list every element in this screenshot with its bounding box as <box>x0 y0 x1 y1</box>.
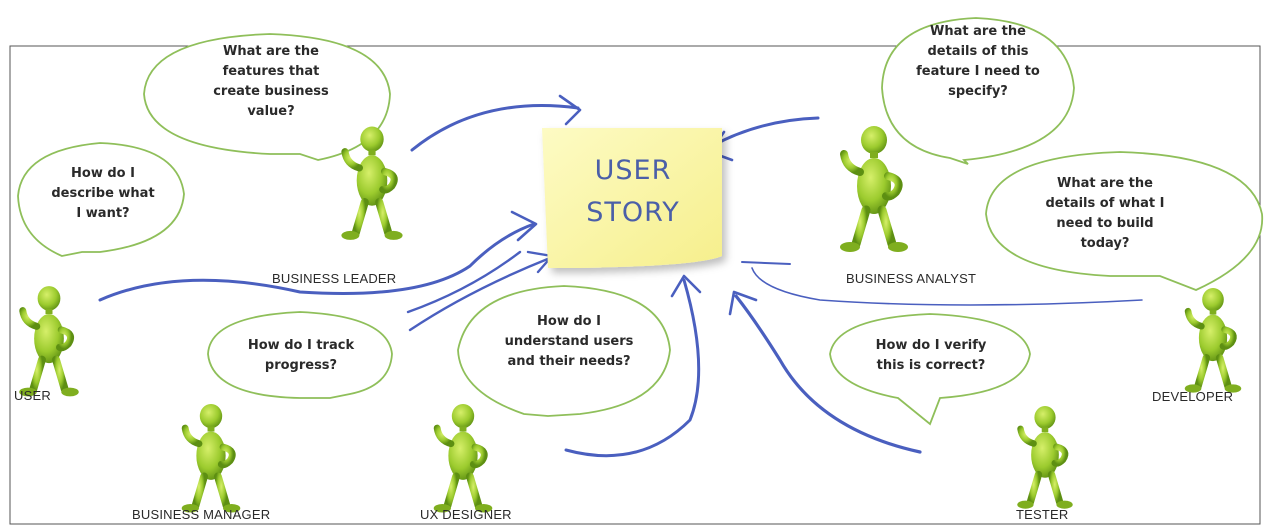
arrow-business-manager-2 <box>406 250 522 314</box>
bubble-user <box>17 142 185 257</box>
role-label-business-analyst: BUSINESS ANALYST <box>846 271 977 286</box>
question-ux-designer: How do I understand users and their need… <box>484 312 654 372</box>
question-line: describe what <box>51 186 155 201</box>
role-label-business-manager: BUSINESS MANAGER <box>132 507 271 522</box>
arrows <box>98 94 1143 458</box>
question-line: today? <box>1080 236 1130 251</box>
question-line: value? <box>247 104 295 119</box>
bubble-business-manager <box>207 311 393 399</box>
question-tester: How do I verify this is correct? <box>846 336 1016 376</box>
question-line: this is correct? <box>876 358 986 373</box>
figure-tester <box>1017 406 1072 509</box>
arrow-developer <box>751 267 1143 306</box>
role-label-ux-designer: UX DESIGNER <box>420 507 512 522</box>
arrow-head-business-leader <box>558 94 582 126</box>
sticky-line-1: USER <box>594 155 672 186</box>
arrow-head-tester <box>728 290 758 316</box>
arrow-business-analyst <box>710 116 820 148</box>
question-line: and their needs? <box>507 354 631 369</box>
figure-business-analyst <box>840 126 908 252</box>
arrow-business-manager <box>408 256 552 332</box>
question-line: I want? <box>76 206 130 221</box>
role-label-developer: DEVELOPER <box>1152 389 1234 404</box>
role-label-business-leader: BUSINESS LEADER <box>272 271 397 286</box>
question-line: How do I <box>537 314 601 329</box>
arrow-head-ux-designer <box>670 274 702 298</box>
question-business-analyst: What are the details of this feature I n… <box>898 22 1058 102</box>
figure-user <box>19 286 79 396</box>
bubble-business-leader <box>143 33 391 161</box>
diagram-frame <box>9 45 1261 525</box>
arrow-user <box>98 222 536 302</box>
bubble-tester <box>829 313 1031 426</box>
question-line: details of this <box>927 44 1029 59</box>
question-line: progress? <box>264 358 338 373</box>
user-story-note <box>542 128 722 268</box>
question-line: How do I <box>71 166 135 181</box>
figure-business-manager <box>182 404 241 513</box>
question-line: What are the <box>930 24 1026 39</box>
question-line: create business <box>213 84 329 99</box>
sticky-line-2: STORY <box>586 197 680 228</box>
question-line: specify? <box>948 84 1008 99</box>
question-business-manager: How do I track progress? <box>216 336 386 376</box>
figure-developer <box>1185 288 1241 393</box>
arrow-tester <box>734 294 922 454</box>
bubble-developer <box>985 151 1264 291</box>
role-label-user: USER <box>14 388 51 403</box>
question-line: feature I need to <box>916 64 1040 79</box>
question-line: details of what I <box>1045 196 1165 211</box>
question-line: How do I track <box>247 338 355 353</box>
arrow-business-leader <box>410 104 580 152</box>
question-user: How do I describe what I want? <box>28 164 178 224</box>
sticky-note-text: USER STORY <box>548 150 718 234</box>
role-label-tester: TESTER <box>1016 507 1069 522</box>
bubble-ux-designer <box>457 285 671 417</box>
question-business-leader: What are the features that create busine… <box>186 42 356 122</box>
question-line: What are the <box>223 44 319 59</box>
arrow-head-developer <box>741 261 791 265</box>
question-line: What are the <box>1057 176 1153 191</box>
speech-bubbles <box>17 17 1264 426</box>
question-line: How do I verify <box>875 338 987 353</box>
question-line: understand users <box>504 334 634 349</box>
arrow-head-user <box>510 210 538 242</box>
figure-ux-designer <box>434 404 493 513</box>
arrow-ux-designer <box>564 278 701 458</box>
bubble-business-analyst <box>881 17 1075 165</box>
question-line: features that <box>222 64 320 79</box>
question-developer: What are the details of what I need to b… <box>1020 174 1190 254</box>
question-line: need to build <box>1056 216 1154 231</box>
